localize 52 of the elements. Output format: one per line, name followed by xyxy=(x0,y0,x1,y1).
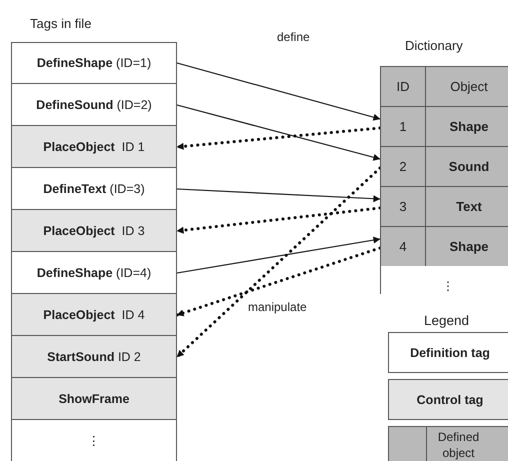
column-header: ID xyxy=(396,79,410,94)
object-id: 4 xyxy=(399,239,407,254)
object-type: Shape xyxy=(449,119,488,134)
object-type: Text xyxy=(456,199,482,214)
label: manipulate xyxy=(248,300,307,314)
label: define xyxy=(277,30,310,44)
arrow xyxy=(176,188,380,202)
dictionary-row xyxy=(380,146,508,186)
dictionary-row xyxy=(380,226,508,266)
heading: Legend xyxy=(424,313,470,328)
dotted-arrow xyxy=(176,166,382,358)
tag-name: StartSound ID 2 xyxy=(47,350,141,364)
legend-text: Control tag xyxy=(416,392,484,406)
ellipsis: ⋮ xyxy=(88,433,100,448)
tag-name: DefineShape (ID=4) xyxy=(36,266,152,280)
definition-tag-box xyxy=(11,252,177,294)
heading: Tags in file xyxy=(30,16,92,31)
tag-name: DefineSound (ID=2) xyxy=(36,98,152,112)
tag-name: ShowFrame xyxy=(58,392,130,406)
control-tag-box xyxy=(11,126,177,168)
control-tag-box xyxy=(11,210,177,252)
control-tag-box xyxy=(11,336,177,378)
tag-name: PlaceObject ID 3 xyxy=(43,224,145,238)
dictionary-row xyxy=(380,186,508,226)
arrow xyxy=(176,236,380,274)
control-tag-box xyxy=(11,378,177,420)
arrow xyxy=(176,62,380,121)
arrow xyxy=(176,104,380,161)
continuation-cell xyxy=(11,420,177,461)
tag-name: DefineText (ID=3) xyxy=(43,182,145,196)
column-header: Object xyxy=(450,79,488,94)
dictionary-row xyxy=(380,106,508,146)
dotted-arrow xyxy=(176,126,382,150)
definition-tag-box xyxy=(11,168,177,210)
dotted-arrow xyxy=(176,206,382,234)
tag-name: PlaceObject ID 4 xyxy=(43,308,145,322)
object-id: 1 xyxy=(399,119,407,134)
heading: Dictionary xyxy=(405,38,463,53)
tag-name: DefineShape (ID=1) xyxy=(36,56,152,70)
control-tag-box xyxy=(11,294,177,336)
ellipsis: ⋮ xyxy=(442,279,454,293)
definition-tag-box xyxy=(11,84,177,126)
object-id: 3 xyxy=(399,199,407,214)
dotted-arrow xyxy=(176,246,382,316)
dictionary-header xyxy=(380,66,508,106)
object-id: 2 xyxy=(399,159,407,174)
legend-text: Definition tag xyxy=(410,346,490,360)
legend-text: Defined object xyxy=(436,429,480,461)
object-type: Shape xyxy=(449,239,488,254)
object-type: Sound xyxy=(448,159,490,174)
definition-tag-box xyxy=(11,42,177,84)
tag-name: PlaceObject ID 1 xyxy=(43,140,145,154)
